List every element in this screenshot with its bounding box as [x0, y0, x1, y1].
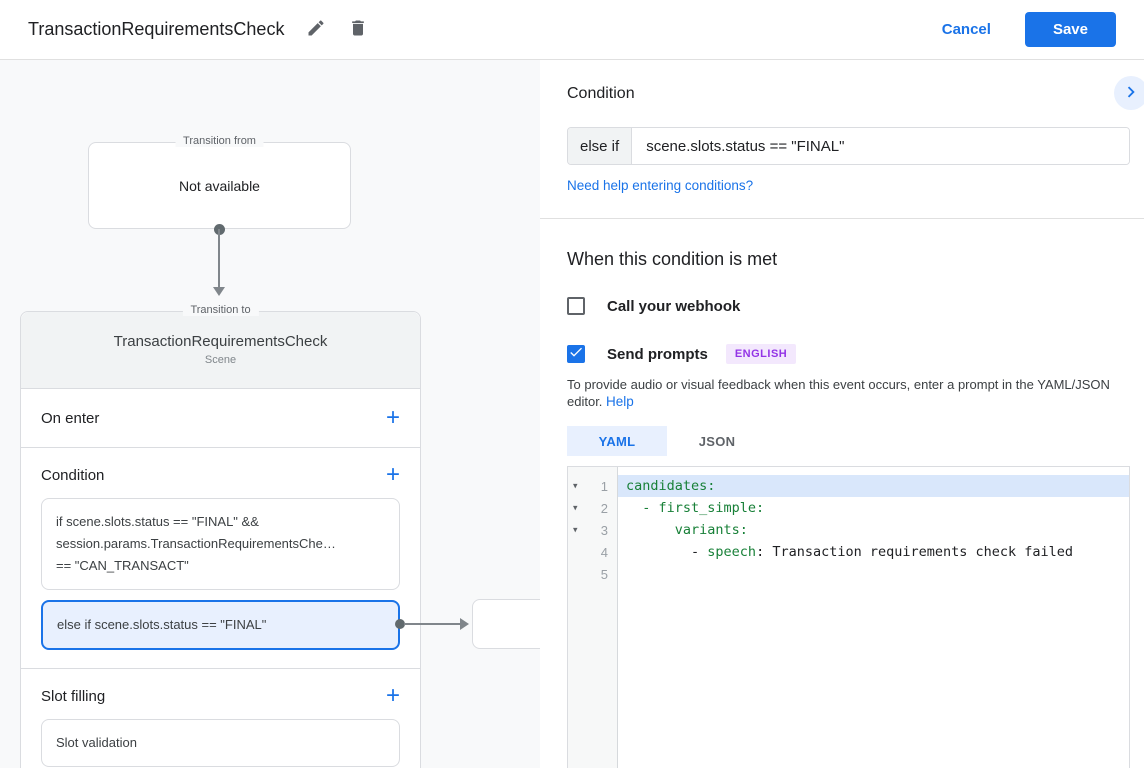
line-number: 1: [600, 478, 608, 494]
scene-card-header[interactable]: TransactionRequirementsCheck Scene: [21, 312, 420, 389]
editor-tabs: YAML JSON: [567, 426, 1130, 456]
main-area: Transition from Not available Transition…: [0, 60, 1144, 768]
call-webhook-label: Call your webhook: [607, 297, 741, 315]
condition-section: Condition + if scene.slots.status == "FI…: [21, 448, 420, 669]
condition-item-selected[interactable]: else if scene.slots.status == "FINAL": [41, 600, 400, 650]
scene-node-card: Transition to TransactionRequirementsChe…: [20, 304, 421, 768]
gutter-cell[interactable]: 4: [568, 541, 618, 563]
section-divider: [540, 218, 1144, 219]
cancel-button[interactable]: Cancel: [941, 21, 991, 38]
send-prompts-label: Send prompts: [607, 345, 708, 363]
condition-input-group: else if: [567, 127, 1130, 165]
collapse-panel-button[interactable]: [1114, 76, 1144, 110]
code-text[interactable]: candidates:: [618, 475, 1129, 497]
conditions-help-link[interactable]: Need help entering conditions?: [567, 178, 754, 193]
condition-item[interactable]: if scene.slots.status == "FINAL" && sess…: [41, 498, 400, 590]
webhook-row: Call your webhook: [567, 294, 1130, 318]
slot-filling-label: Slot filling: [41, 687, 106, 705]
gutter-cell[interactable]: ▾3: [568, 519, 618, 541]
scene-type-label: Scene: [204, 354, 237, 366]
call-webhook-checkbox[interactable]: [567, 297, 585, 315]
line-number: 3: [600, 522, 608, 538]
fold-arrow-icon[interactable]: ▾: [573, 480, 578, 491]
tab-yaml[interactable]: YAML: [567, 426, 667, 456]
slot-filling-label-row: Slot filling +: [41, 682, 400, 709]
panel-title: Condition: [567, 85, 635, 102]
prompt-description-text: To provide audio or visual feedback when…: [567, 377, 1110, 409]
fold-arrow-icon[interactable]: ▾: [573, 524, 578, 535]
code-text[interactable]: variants:: [674, 522, 748, 538]
code-line[interactable]: ▾2 - first_simple:: [568, 497, 1129, 519]
condition-detail-panel: Condition else if Need help entering con…: [540, 60, 1144, 768]
line-number: 4: [600, 544, 608, 560]
code-line[interactable]: 5: [568, 563, 1129, 585]
send-prompts-checkbox[interactable]: [567, 345, 585, 363]
transition-from-legend: Transition from: [175, 135, 264, 147]
trash-icon: [348, 18, 368, 41]
prompt-description: To provide audio or visual feedback when…: [567, 376, 1127, 410]
slot-item[interactable]: Slot validation: [41, 719, 400, 767]
tab-json[interactable]: JSON: [667, 426, 767, 456]
delete-scene-button[interactable]: [348, 18, 368, 41]
condition-label-row: Condition +: [41, 461, 400, 488]
gutter-cell[interactable]: 5: [568, 563, 618, 585]
condition-expression-input[interactable]: [632, 128, 1129, 164]
code-line[interactable]: 4 - speech: Transaction requirements che…: [568, 541, 1129, 563]
condition-prefix-label: else if: [568, 128, 633, 164]
send-prompts-row: Send prompts ENGLISH: [567, 342, 1130, 366]
add-condition-button[interactable]: +: [385, 461, 400, 488]
language-badge: ENGLISH: [725, 344, 797, 364]
scene-name: TransactionRequirementsCheck: [113, 333, 328, 350]
line-number: 2: [600, 500, 608, 516]
chevron-right-icon: [1120, 81, 1142, 106]
page-title: TransactionRequirementsCheck: [28, 19, 285, 39]
transition-from-node: Transition from Not available: [88, 135, 351, 229]
save-button[interactable]: Save: [1024, 12, 1116, 47]
add-slot-button[interactable]: +: [385, 682, 400, 709]
condition-met-heading: When this condition is met: [567, 249, 778, 269]
gutter-cell[interactable]: ▾1: [568, 475, 618, 497]
add-on-enter-button[interactable]: +: [385, 404, 400, 431]
top-bar: TransactionRequirementsCheck Cancel Save: [0, 0, 1144, 60]
edit-scene-button[interactable]: [306, 18, 326, 41]
code-text[interactable]: - first_simple:: [642, 500, 765, 516]
fold-arrow-icon[interactable]: ▾: [573, 502, 578, 513]
transition-target-node[interactable]: [472, 599, 540, 649]
arrow-down-icon: [213, 287, 225, 296]
code-line[interactable]: ▾3 variants:: [568, 519, 1129, 541]
transition-from-value: Not available: [179, 177, 260, 194]
slot-filling-section: Slot filling + Slot validation Transacti…: [21, 669, 420, 768]
gutter-cell[interactable]: ▾2: [568, 497, 618, 519]
connector-dot: [395, 619, 405, 629]
connector-line: [218, 229, 220, 287]
pencil-icon: [306, 18, 326, 41]
checkmark-icon: [568, 344, 584, 365]
arrow-right-icon: [460, 618, 469, 630]
flow-canvas: Transition from Not available Transition…: [0, 60, 540, 768]
connector-line: [404, 623, 460, 625]
on-enter-row: On enter +: [21, 389, 420, 448]
code-text[interactable]: [618, 563, 1129, 585]
condition-section-label: Condition: [41, 466, 105, 484]
line-number: 5: [600, 566, 608, 582]
editor-gutter: [568, 467, 618, 768]
transition-to-legend: Transition to: [182, 304, 259, 316]
on-enter-label: On enter: [41, 409, 100, 427]
code-text[interactable]: - speech: Transaction requirements check…: [626, 544, 1074, 560]
prompt-help-link[interactable]: Help: [606, 394, 634, 409]
